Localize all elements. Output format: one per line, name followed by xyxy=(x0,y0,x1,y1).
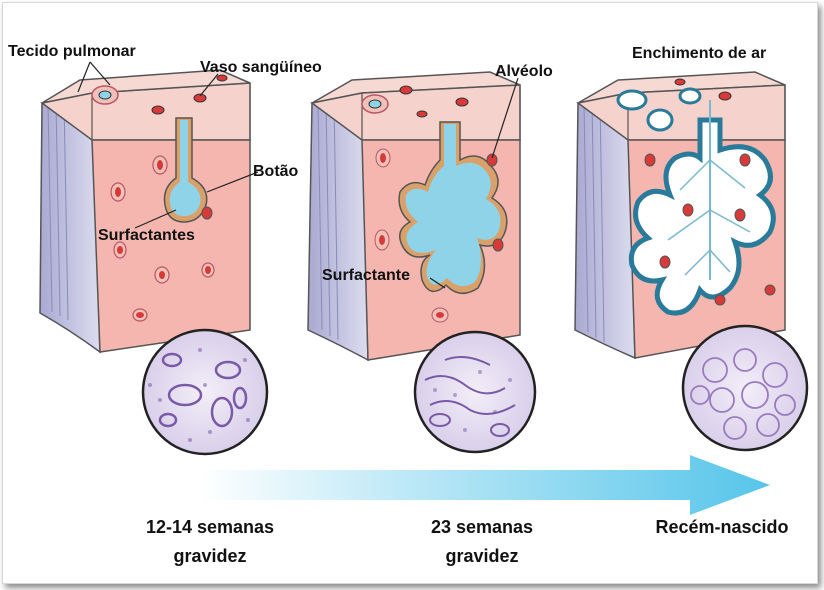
label-tecido-pulmonar: Tecido pulmonar xyxy=(8,43,136,60)
tissue-block-3 xyxy=(575,72,785,358)
label-vaso-sanguineo: Vaso sangüíneo xyxy=(200,59,322,76)
stage-1-line-1: 12-14 semanas xyxy=(146,517,274,537)
tissue-block-2 xyxy=(308,72,520,360)
label-surfactantes: Surfactantes xyxy=(98,227,195,244)
label-surfactante: Surfactante xyxy=(322,267,410,284)
stage-2-line-1: 23 semanas xyxy=(431,517,533,537)
stage-3-line-1: Recém-nascido xyxy=(655,517,788,537)
tissue-block-1 xyxy=(40,70,250,352)
micrograph-3 xyxy=(683,326,807,450)
micrograph-1 xyxy=(143,330,267,454)
label-alveolo: Alvéolo xyxy=(495,63,553,80)
label-enchimento-de-ar: Enchimento de ar xyxy=(632,45,766,62)
stage-1-line-2: gravidez xyxy=(173,546,246,566)
timeline-arrow xyxy=(200,455,770,515)
label-botao: Botão xyxy=(253,163,299,180)
stage-2-line-2: gravidez xyxy=(445,546,518,566)
micrograph-2 xyxy=(415,332,535,452)
